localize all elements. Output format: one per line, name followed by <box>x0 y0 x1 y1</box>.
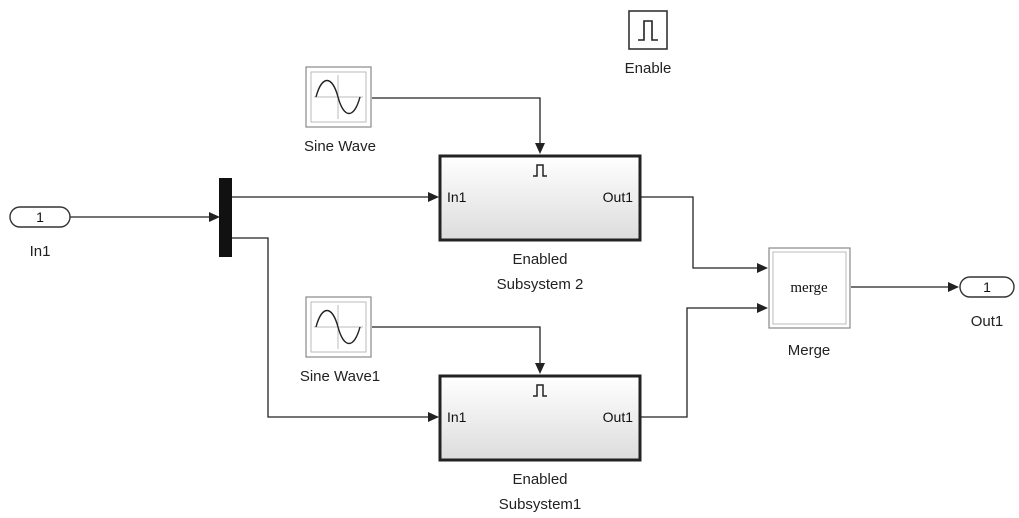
sine-wave1-label: Sine Wave1 <box>300 368 380 385</box>
sine-wave-label: Sine Wave <box>304 138 376 155</box>
in1-label: In1 <box>30 243 51 260</box>
sine-wave-icon <box>314 305 363 349</box>
arrow-into-subsystem2-enable <box>535 143 545 154</box>
enable-label: Enable <box>625 60 672 77</box>
sine-wave1-block[interactable]: Sine Wave1 <box>300 296 380 385</box>
subsystem2-in-port-label: In1 <box>447 189 467 205</box>
signal-lines <box>70 97 959 422</box>
subsystem2-label-line2: Subsystem 2 <box>497 276 584 293</box>
arrow-into-merge-bottom <box>757 303 768 313</box>
out1-port-block[interactable]: 1 Out1 <box>959 276 1015 330</box>
arrow-into-merge-top <box>757 263 768 273</box>
enabled-subsystem-1-block[interactable]: In1 Out1 Enabled Subsystem1 <box>438 374 642 513</box>
enabled-subsystem-2-block[interactable]: In1 Out1 Enabled Subsystem 2 <box>438 154 642 293</box>
out1-port-number: 1 <box>983 279 991 295</box>
wire-sine1-to-subsystem1-enable[interactable] <box>372 326 541 363</box>
merge-block[interactable]: merge Merge <box>768 247 851 359</box>
arrow-into-out1 <box>948 282 959 292</box>
in1-port-block[interactable]: 1 In1 <box>9 206 71 260</box>
out1-label: Out1 <box>971 313 1004 330</box>
subsystem2-out-port-label: Out1 <box>603 189 634 205</box>
subsystem1-label-line1: Enabled <box>512 471 567 488</box>
arrow-into-mux <box>209 212 220 222</box>
enable-port-icon <box>533 164 547 177</box>
arrow-into-subsystem2 <box>428 192 439 202</box>
wire-subsystem1-to-merge[interactable] <box>640 307 757 418</box>
arrow-into-subsystem1 <box>428 412 439 422</box>
wire-sine-to-subsystem2-enable[interactable] <box>372 97 541 143</box>
subsystem1-in-port-label: In1 <box>447 409 467 425</box>
enable-block[interactable]: Enable <box>625 10 672 77</box>
wire-mux-to-subsystem1[interactable] <box>232 237 428 418</box>
merge-block-text: merge <box>790 280 828 296</box>
subsystem1-label-line2: Subsystem1 <box>499 496 582 513</box>
sine-wave-icon <box>314 75 363 119</box>
sine-wave-block[interactable]: Sine Wave <box>304 66 376 155</box>
in1-port-number: 1 <box>36 209 44 225</box>
mux-block[interactable] <box>219 178 232 257</box>
enable-pulse-icon <box>638 20 658 41</box>
subsystem1-out-port-label: Out1 <box>603 409 634 425</box>
enable-port-icon <box>533 384 547 397</box>
wire-subsystem2-to-merge[interactable] <box>640 196 757 269</box>
arrow-into-subsystem1-enable <box>535 363 545 374</box>
subsystem2-label-line1: Enabled <box>512 251 567 268</box>
merge-label: Merge <box>788 342 831 359</box>
